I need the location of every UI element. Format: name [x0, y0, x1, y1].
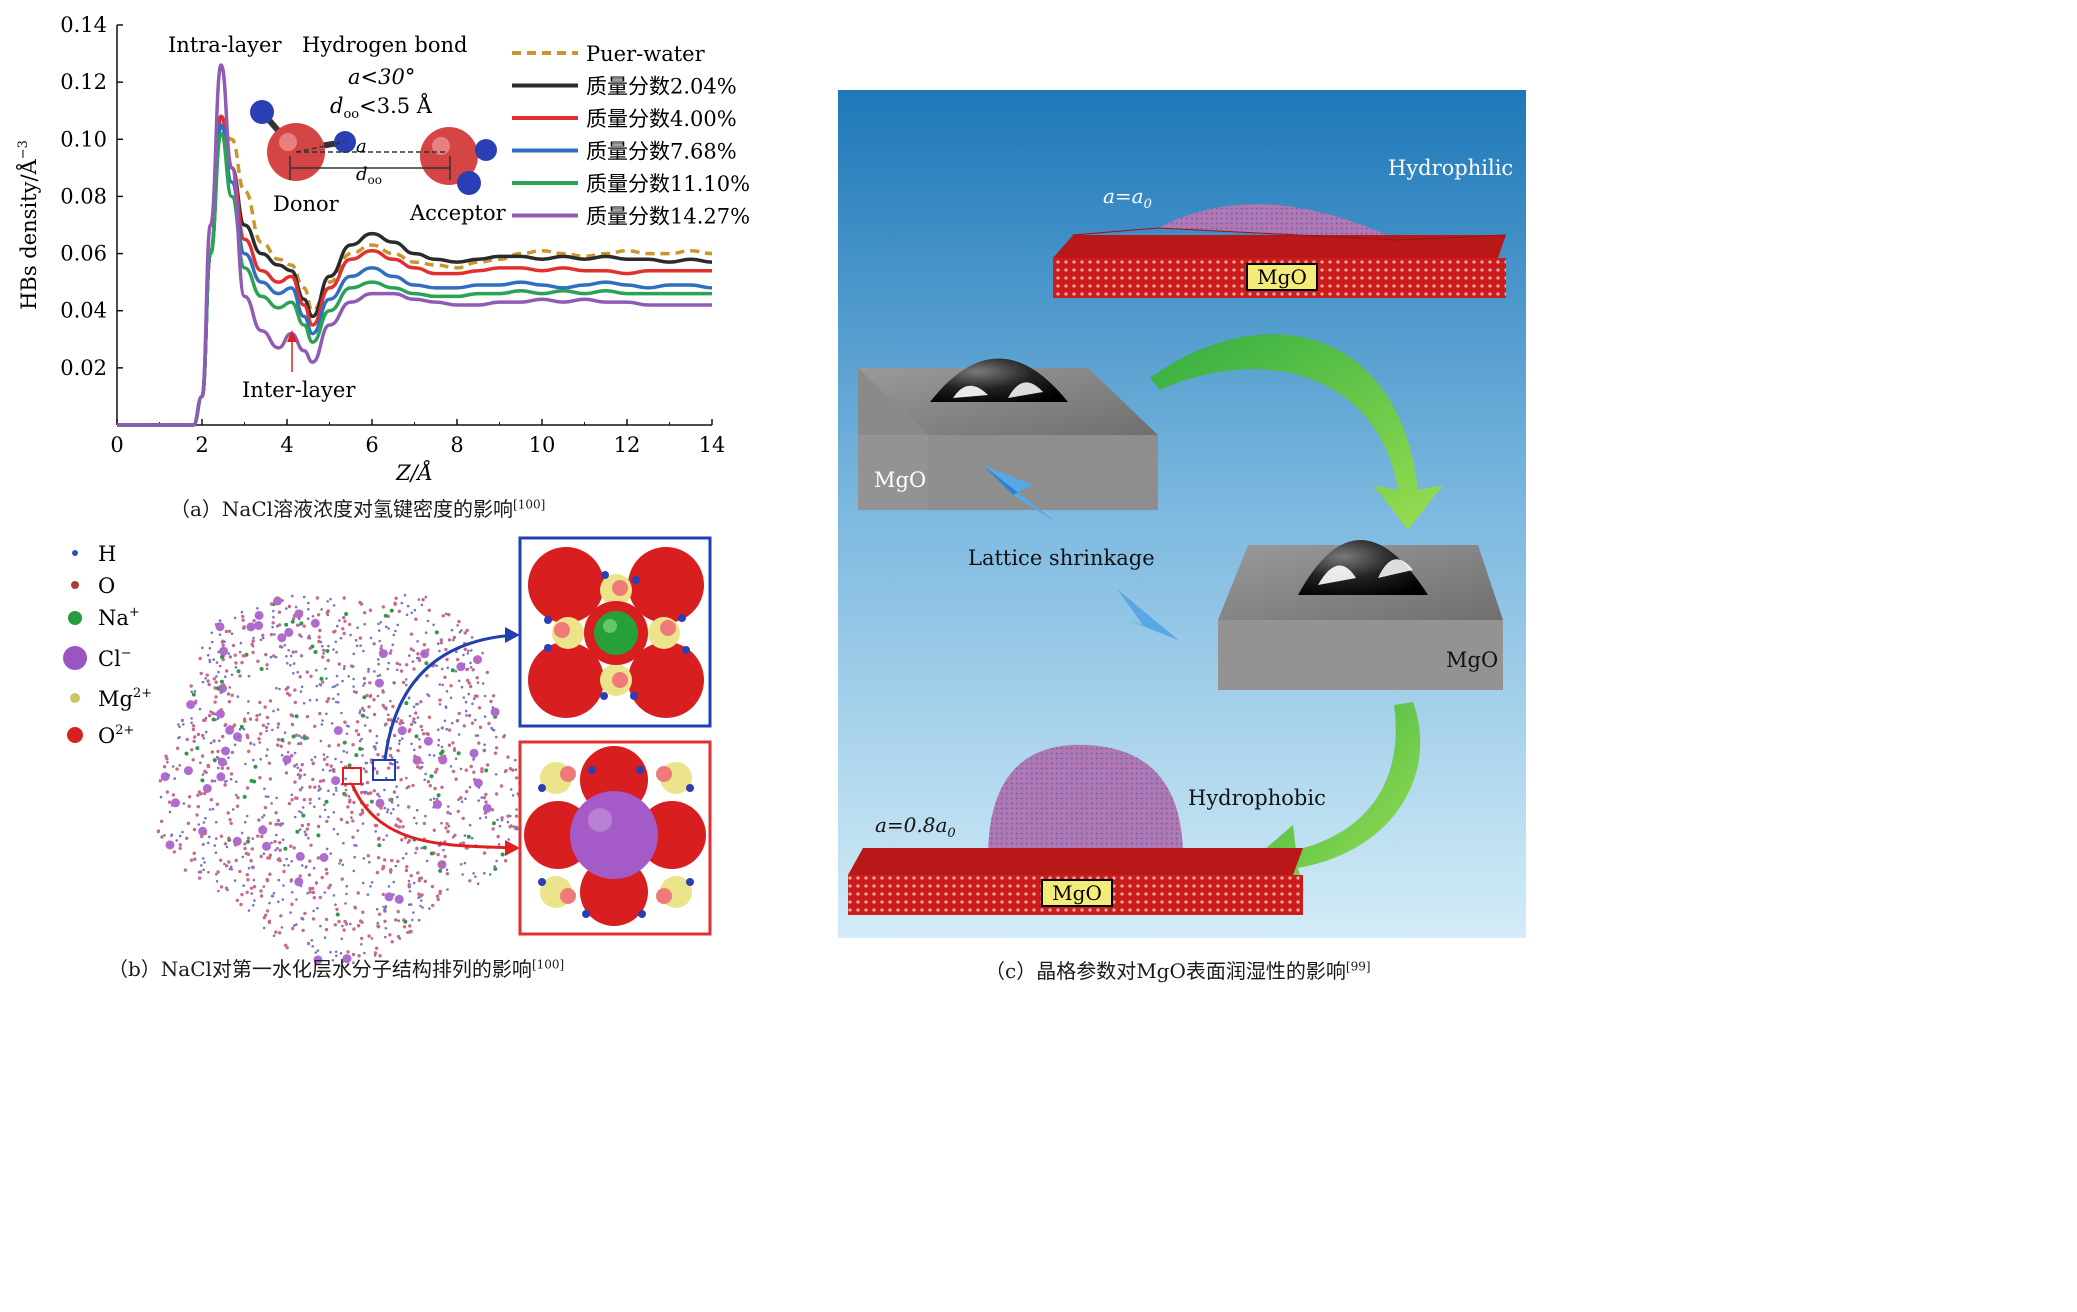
- mgo-label-box-bottom: [1041, 879, 1113, 907]
- panel-b: H O Na+ Cl− Mg2+ O2+: [0, 530, 780, 990]
- y-tick-label: 0.14: [60, 13, 107, 37]
- annotation-inter-layer: Inter-layer: [242, 378, 356, 402]
- legend-marker-cl: [63, 646, 87, 670]
- x-tick-label: 2: [195, 433, 208, 457]
- legend-label-4: 质量分数11.10%: [586, 172, 750, 196]
- water-molecule-acceptor: [420, 127, 497, 195]
- y-axis-title: HBs density/Å−3: [16, 140, 41, 310]
- annotation-angle-cond: a<30°: [348, 65, 415, 89]
- green-arrow-bottom: [1250, 702, 1421, 890]
- label-a-bottom: a=0.8a0: [875, 813, 956, 841]
- highlight-box-blue: [372, 759, 396, 781]
- green-arrow-top: [1150, 334, 1443, 530]
- legend-label-2: 质量分数4.00%: [586, 107, 737, 131]
- y-tick-label: 0.08: [60, 184, 107, 208]
- x-tick-label: 8: [450, 433, 463, 457]
- annotation-distance-cond: doo<3.5 Å: [330, 93, 433, 122]
- legend-label-h: H: [98, 542, 116, 566]
- caption-c: （c）晶格参数对MgO表面润湿性的影响[99]: [985, 959, 1371, 983]
- grey-mgo-block-2: [1218, 540, 1503, 690]
- grey-mgo-block-1: [858, 358, 1158, 510]
- arrow-red: [350, 783, 516, 850]
- arrow-blue: [383, 633, 516, 761]
- caption-a: （a）NaCl溶液浓度对氢键密度的影响[100]: [170, 497, 546, 521]
- chart-series: [116, 63, 713, 427]
- x-tick-label: 14: [699, 433, 726, 457]
- legend-marker-o: [71, 581, 79, 589]
- mgo-label-bottom: MgO: [1052, 881, 1102, 905]
- na-hydration-detail: [518, 536, 712, 728]
- bond-geometry: [289, 141, 451, 180]
- legend-label-na: Na+: [98, 605, 140, 630]
- legend-marker-o2: [67, 727, 83, 743]
- legend-marker-na: [68, 611, 82, 625]
- label-hydrophobic: Hydrophobic: [1188, 786, 1326, 810]
- inter-layer-arrow: [287, 330, 297, 372]
- cl-hydration-detail: [518, 740, 712, 936]
- x-tick-label: 4: [280, 433, 293, 457]
- label-lattice-shrinkage: Lattice shrinkage: [968, 546, 1155, 570]
- annotation-acceptor: Acceptor: [409, 201, 507, 225]
- legend-label-5: 质量分数14.27%: [586, 205, 750, 229]
- x-axis-title: Z/Å: [395, 460, 433, 485]
- label-a-top: a=a0: [1103, 184, 1152, 212]
- panel-c: MgO Hydrophilic a=a0 MgO Lattice shrinka…: [838, 90, 1526, 938]
- legend-label-o2: O2+: [98, 723, 134, 748]
- x-tick-label: 10: [529, 433, 556, 457]
- water-droplet-cluster: [988, 744, 1183, 858]
- mgo-label-top: MgO: [1257, 265, 1307, 289]
- legend-label-0: Puer-water: [586, 42, 706, 66]
- annotation-intra-layer: Intra-layer: [168, 33, 282, 57]
- mgo-label-block1: MgO: [874, 468, 926, 492]
- annotation-alpha: a: [356, 136, 367, 157]
- legend-label-3: 质量分数7.68%: [586, 140, 737, 164]
- water-film-spread: [1158, 204, 1398, 240]
- chart-axes: 0 2 4 6 8 10 12 14 0.02 0.04 0.06 0.08 0.10 0.12 0.14Z…: [16, 13, 725, 485]
- annotation-hydrogen-bond: Hydrogen bond: [302, 33, 467, 57]
- caption-b: （b）NaCl对第一水化层水分子结构排列的影响[100]: [108, 957, 565, 981]
- highlight-box-red: [342, 767, 362, 785]
- y-tick-label: 0.12: [60, 70, 107, 94]
- annotation-donor: Donor: [273, 192, 340, 216]
- chart-legend: Puer-water 质量分数2.04% 质量分数4.00% 质量分数7.68% 质量分…: [512, 42, 750, 229]
- legend-label-1: 质量分数2.04%: [586, 75, 737, 99]
- mgo-label-block2: MgO: [1446, 648, 1498, 672]
- y-tick-label: 0.02: [60, 356, 107, 380]
- mgo-wettability-figure: MgO Hydrophilic a=a0 MgO Lattice shrinka…: [838, 90, 1526, 938]
- mgo-label-box-top: [1246, 263, 1318, 291]
- x-tick-label: 0: [110, 433, 123, 457]
- hbond-density-chart: 0 2 4 6 8 10 12 14 0.02 0.04 0.06 0.08 0.10 0.12 0.14Z…: [16, 13, 750, 485]
- legend-marker-mg: [70, 693, 80, 703]
- y-tick-label: 0.04: [60, 299, 107, 323]
- annotation-doo: doo: [356, 164, 382, 187]
- y-tick-label: 0.10: [60, 127, 107, 151]
- series-line-4: [116, 131, 712, 427]
- series-line-2: [116, 114, 712, 427]
- hydration-layer-cloud: [156, 593, 527, 967]
- nacl-structure-figure: H O Na+ Cl− Mg2+ O2+: [63, 536, 712, 967]
- atom-legend-markers: [63, 550, 87, 743]
- y-tick-label: 0.06: [60, 242, 107, 266]
- legend-label-cl: Cl−: [98, 646, 132, 671]
- legend-label-mg: Mg2+: [98, 686, 152, 711]
- legend-label-o: O: [98, 574, 115, 598]
- x-tick-label: 12: [614, 433, 641, 457]
- x-tick-label: 6: [365, 433, 378, 457]
- series-line-3: [116, 123, 713, 427]
- series-line-5: [116, 63, 712, 427]
- label-hydrophilic: Hydrophilic: [1388, 156, 1513, 180]
- legend-marker-h: [72, 550, 78, 556]
